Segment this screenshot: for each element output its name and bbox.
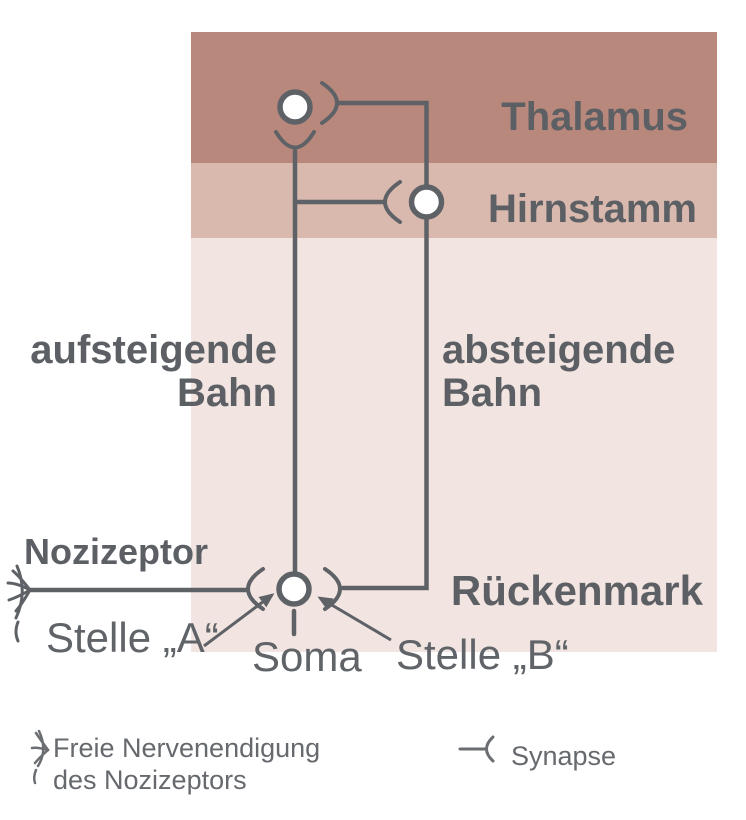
free-nerve-ending-icon [6, 564, 32, 643]
hirnstamm-neuron [408, 184, 445, 220]
synapse-hirnstamm-left-icon [383, 180, 402, 224]
thalamus-label: Thalamus [501, 95, 688, 139]
stelle-b-arrow [317, 596, 392, 642]
thalamus-band [191, 32, 717, 163]
stelle-a-arrow [203, 593, 275, 648]
stelle-a-label: Stelle „A“ [46, 614, 219, 661]
synapse-thalamus-right-icon [320, 81, 339, 125]
soma-neuron [276, 571, 312, 607]
nozizeptor-label: Nozizeptor [24, 531, 208, 572]
descending-path-label: absteigende Bahn [442, 328, 676, 415]
legend-free-nerve-ending-icon [30, 729, 50, 785]
descending-path-line [335, 100, 429, 591]
hirnstamm-band [191, 163, 717, 238]
synapse-thalamus-bottom-icon [274, 130, 316, 150]
legend-synapse-label: Synapse [511, 741, 617, 771]
soma-label: Soma [252, 633, 362, 680]
hirnstamm-label: Hirnstamm [488, 187, 697, 231]
thalamus-neuron [277, 89, 313, 125]
stelle-b-label: Stelle „B“ [396, 631, 569, 678]
ascending-path-label: aufsteigende Bahn [30, 328, 277, 415]
legend-free-nerve-ending-label: Freie Nervenendigung des Nozizeptors [53, 733, 321, 795]
rueckenmark-label: Rückenmark [450, 567, 703, 614]
legend-synapse-icon [458, 735, 495, 763]
